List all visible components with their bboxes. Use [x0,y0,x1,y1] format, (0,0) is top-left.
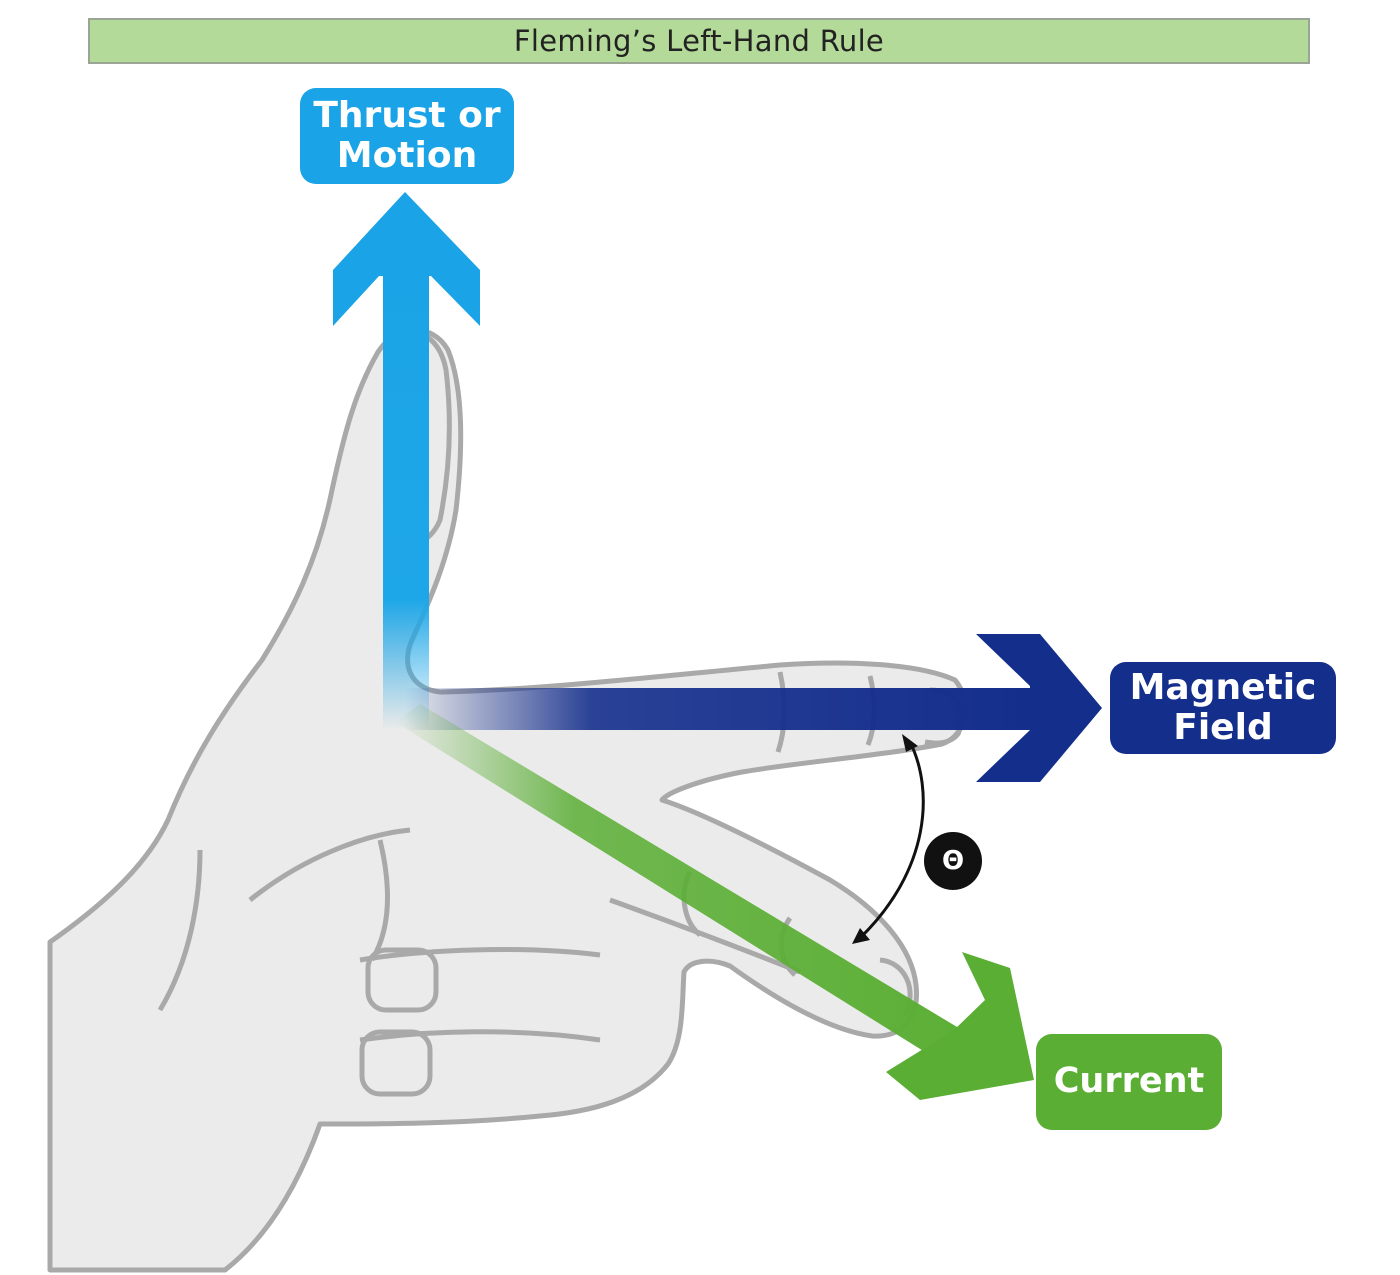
palm-crease [157,849,203,1012]
thrust-label: Thrust or Motion [300,88,514,184]
hand-illustration [47,327,968,1273]
middle-finger-line [609,897,801,975]
field-arrow [405,634,1102,782]
angle-indicator [852,734,925,944]
folded-finger-line-2 [359,1029,601,1043]
thrust-arrow-shaft [383,262,429,730]
hand-shape [47,327,968,1273]
folded-fingernail [365,947,439,1013]
thrust-arrow-head [333,192,480,326]
angle-arrowhead-top [902,734,918,752]
current-arrow-shaft [395,704,992,1080]
thrust-arrow [333,192,480,730]
angle-arrowhead-bottom [852,928,870,944]
magnetic-field-label: Magnetic Field [1110,662,1336,754]
current-arrow [395,704,1034,1100]
title-bar: Fleming’s Left-Hand Rule [88,18,1310,64]
folded-fingernail-2 [359,1029,433,1097]
palm-crease-2 [248,827,411,902]
theta-badge: Θ [924,832,982,890]
current-arrow-head [886,952,1034,1100]
angle-arc [858,741,925,940]
field-arrow-head [976,634,1102,782]
field-arrow-shaft [405,688,1030,730]
current-label: Current [1036,1034,1222,1130]
folded-finger-line [359,947,601,963]
